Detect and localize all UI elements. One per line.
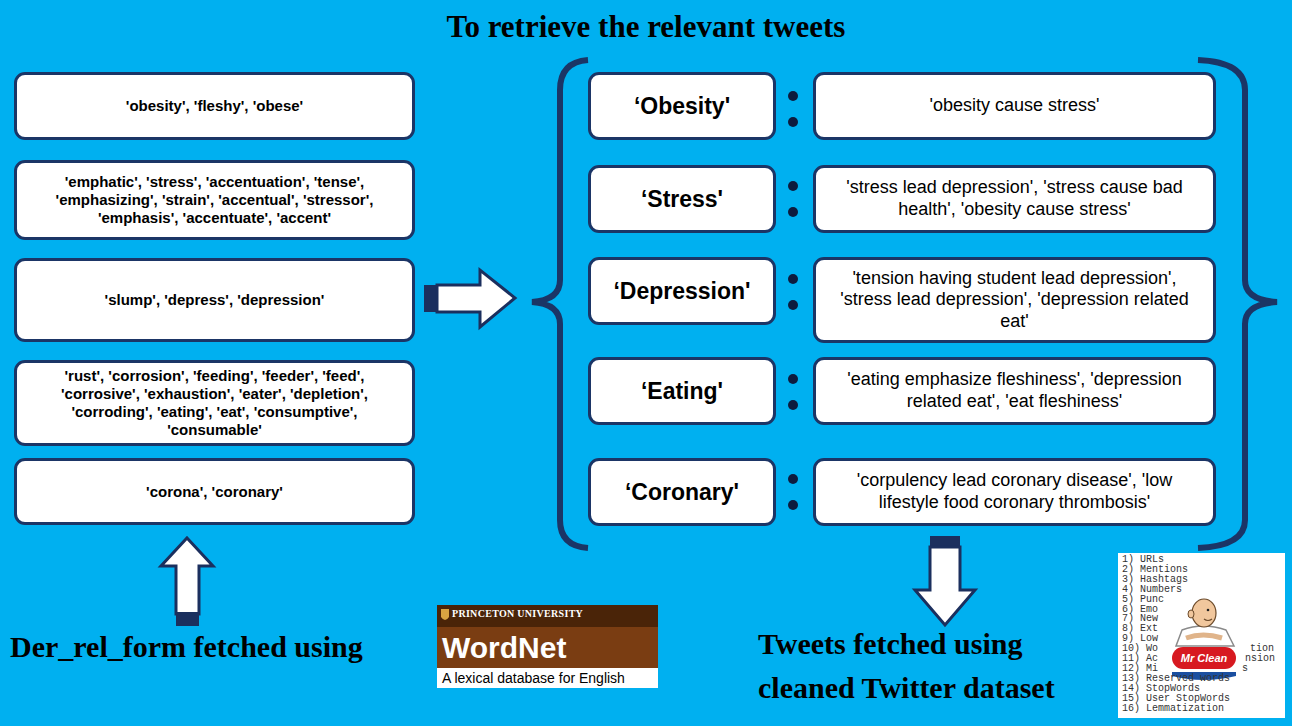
- logo-band: [437, 605, 658, 627]
- synonym-box: 'rust', 'corrosion', 'feeding', 'feeder'…: [14, 360, 415, 446]
- block-arrow: [915, 547, 975, 625]
- list-item: 3) Hashtags: [1122, 575, 1188, 585]
- keyword-box: ‘Coronary': [588, 458, 776, 526]
- tweet-box: 'tension having student lead depression'…: [813, 257, 1216, 343]
- node-text: 'obesity', 'fleshy', 'obese': [126, 97, 303, 115]
- node-text: 'emphatic', 'stress', 'accentuation', 't…: [27, 173, 402, 227]
- node-text: ‘Obesity': [634, 93, 730, 119]
- logo-text: A lexical database for English: [442, 670, 625, 686]
- list-item: 9) Low: [1122, 634, 1158, 644]
- node-text: 'stress lead depression', 'stress cause …: [826, 177, 1203, 220]
- keyword-box: ‘Stress': [588, 165, 776, 233]
- node-text: ‘Eating': [641, 378, 723, 404]
- synonym-box: 'obesity', 'fleshy', 'obese': [14, 72, 415, 140]
- diagram-title: To retrieve the relevant tweets: [0, 9, 1292, 45]
- logo-ground: [437, 605, 658, 688]
- list-item: nsion: [1245, 654, 1275, 664]
- list-item: 6) Emo: [1122, 605, 1158, 615]
- logo-text: PRINCETON UNIVERSITY: [452, 608, 583, 619]
- list-item: 12) Mi: [1122, 664, 1158, 674]
- list-item: 11) Ac: [1122, 654, 1158, 664]
- tweet-box: 'corpulency lead coronary disease', 'low…: [813, 458, 1216, 526]
- block-arrow: [437, 270, 515, 327]
- node-text: 'slump', 'depress', 'depression': [105, 291, 325, 309]
- shield-icon: [441, 609, 449, 620]
- logo-text: WordNet: [442, 631, 566, 665]
- list-item: 1) URLs: [1122, 555, 1164, 565]
- caption-text: Der_rel_form fetched using: [10, 630, 363, 664]
- list-item: 5) Punc: [1122, 595, 1164, 605]
- keyword-box: ‘Depression': [588, 257, 776, 325]
- synonym-box: 'emphatic', 'stress', 'accentuation', 't…: [14, 160, 415, 240]
- synonym-box: 'slump', 'depress', 'depression': [14, 258, 415, 342]
- list-item: 4) Numbers: [1122, 585, 1182, 595]
- list-item: 2) Mentions: [1122, 565, 1188, 575]
- arrow-tail: [176, 612, 199, 626]
- list-item: 10) Wo: [1122, 644, 1158, 654]
- list-item: 14) StopWords: [1122, 684, 1200, 694]
- list-item: tion: [1250, 644, 1274, 654]
- node-text: 'tension having student lead depression'…: [826, 268, 1203, 333]
- synonym-box: 'corona', 'coronary': [14, 458, 415, 525]
- node-text: 'rust', 'corrosion', 'feeding', 'feeder'…: [27, 367, 402, 439]
- node-text: 'corona', 'coronary': [146, 483, 283, 501]
- node-text: 'corpulency lead coronary disease', 'low…: [826, 470, 1203, 513]
- list-item: 15) User StopWords: [1122, 694, 1230, 704]
- mascot-logo: Mr Clean: [1172, 647, 1236, 669]
- node-text: ‘Depression': [613, 278, 750, 304]
- caption-text: Tweets fetched using cleaned Twitter dat…: [758, 622, 1116, 710]
- keyword-box: ‘Eating': [588, 357, 776, 425]
- node-text: 'eating emphasize fleshiness', 'depressi…: [826, 369, 1203, 412]
- list-item: s: [1242, 664, 1248, 674]
- list-item: 8) Ext: [1122, 624, 1158, 634]
- arrow-tail: [930, 536, 960, 547]
- tweet-box: 'obesity cause stress': [813, 72, 1216, 140]
- mascot-figure: [1172, 599, 1236, 680]
- node-text: 'obesity cause stress': [930, 95, 1100, 117]
- tweet-box: 'stress lead depression', 'stress cause …: [813, 165, 1216, 233]
- tweet-box: 'eating emphasize fleshiness', 'depressi…: [813, 357, 1216, 425]
- list-item: 7) New: [1122, 614, 1158, 624]
- colon-dots: [788, 91, 798, 510]
- list-panel: [1118, 553, 1285, 718]
- list-item: 16) Lemmatization: [1122, 704, 1224, 714]
- list-item: 13) Reserved words: [1122, 674, 1230, 684]
- keyword-box: ‘Obesity': [588, 72, 776, 140]
- block-arrow: [161, 538, 213, 614]
- logo-band: [437, 668, 658, 688]
- node-text: ‘Coronary': [625, 479, 739, 505]
- node-text: ‘Stress': [641, 186, 723, 212]
- curly-bracket: [532, 60, 588, 548]
